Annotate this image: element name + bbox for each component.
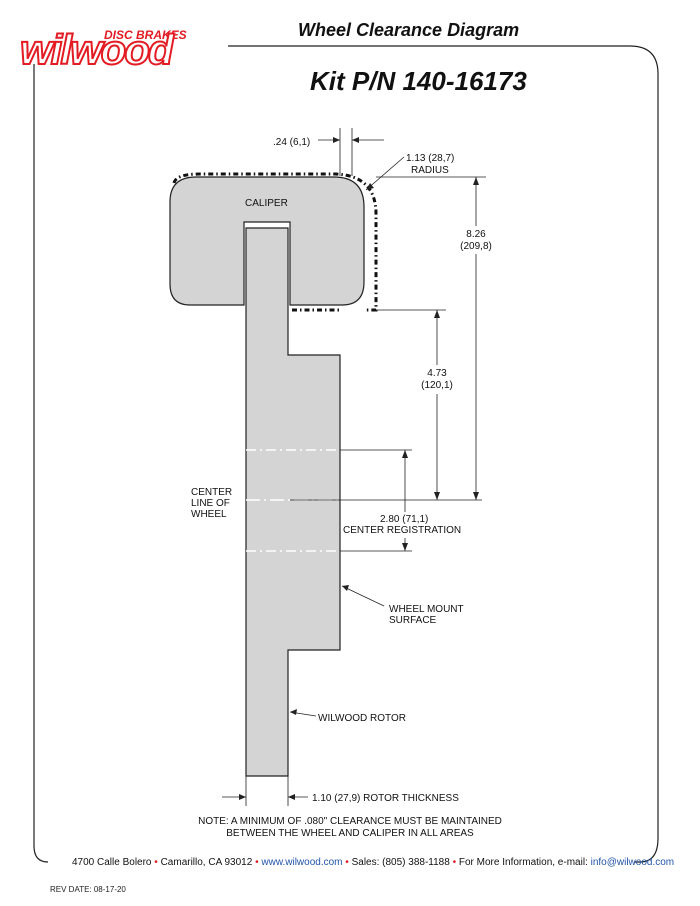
wilwood-logo: wilwood: [19, 25, 175, 74]
wheel-clearance-envelope: [172, 172, 378, 312]
mount-dimension-in: 4.73: [427, 368, 447, 379]
center-line-label-1: CENTER: [191, 487, 232, 498]
height-dimension-mm: (209,8): [460, 241, 492, 252]
revision-date: REV DATE: 08-17-20: [50, 885, 126, 894]
page-title: Wheel Clearance Diagram: [298, 20, 520, 40]
radius-dimension: 1.13 (28,7): [406, 153, 454, 164]
caliper-label: CALIPER: [245, 198, 288, 209]
logo-tagline: DISC BRAKES: [104, 28, 187, 42]
rotor-profile: [245, 227, 341, 777]
frame-border-left: [33, 64, 49, 863]
offset-dimension: .24 (6,1): [273, 137, 310, 148]
clearance-note-2: BETWEEN THE WHEEL AND CALIPER IN ALL ARE…: [226, 828, 474, 839]
height-dimension-in: 8.26: [466, 229, 486, 240]
center-reg-dimension: 2.80 (71,1): [380, 514, 428, 525]
wheel-mount-label-2: SURFACE: [389, 615, 437, 626]
center-line-label-3: WHEEL: [191, 509, 227, 520]
wheel-mount-label-1: WHEEL MOUNT: [389, 604, 464, 615]
mount-dimension-mm: (120,1): [421, 380, 453, 391]
footer-website-link[interactable]: www.wilwood.com: [261, 857, 343, 868]
center-line-label-2: LINE OF: [191, 498, 230, 509]
radius-leader: [365, 156, 405, 191]
center-reg-label: CENTER REGISTRATION: [343, 525, 461, 536]
kit-part-number: Kit P/N 140-16173: [310, 66, 527, 96]
footer-sales-phone: Sales: (805) 388-1188: [351, 857, 450, 868]
caliper-body: [169, 176, 365, 306]
footer-email-link[interactable]: info@wilwood.com: [590, 857, 675, 868]
wheel-mount-leader: [341, 585, 385, 607]
rotor-thickness-dimension: 1.10 (27,9) ROTOR THICKNESS: [312, 793, 459, 804]
rotor-label: WILWOOD ROTOR: [318, 713, 406, 724]
footer-address: 4700 Calle Bolero: [72, 857, 152, 868]
frame-border-right: [228, 45, 659, 863]
clearance-note-1: NOTE: A MINIMUM OF .080" CLEARANCE MUST …: [198, 816, 502, 827]
footer-city: Camarillo, CA 93012: [160, 857, 253, 868]
footer-contact: 4700 Calle Bolero • Camarillo, CA 93012 …: [72, 857, 675, 868]
radius-label: RADIUS: [411, 165, 449, 176]
footer-bullet: •: [154, 857, 158, 868]
footer-info-prefix: For More Information, e-mail:: [458, 857, 588, 868]
